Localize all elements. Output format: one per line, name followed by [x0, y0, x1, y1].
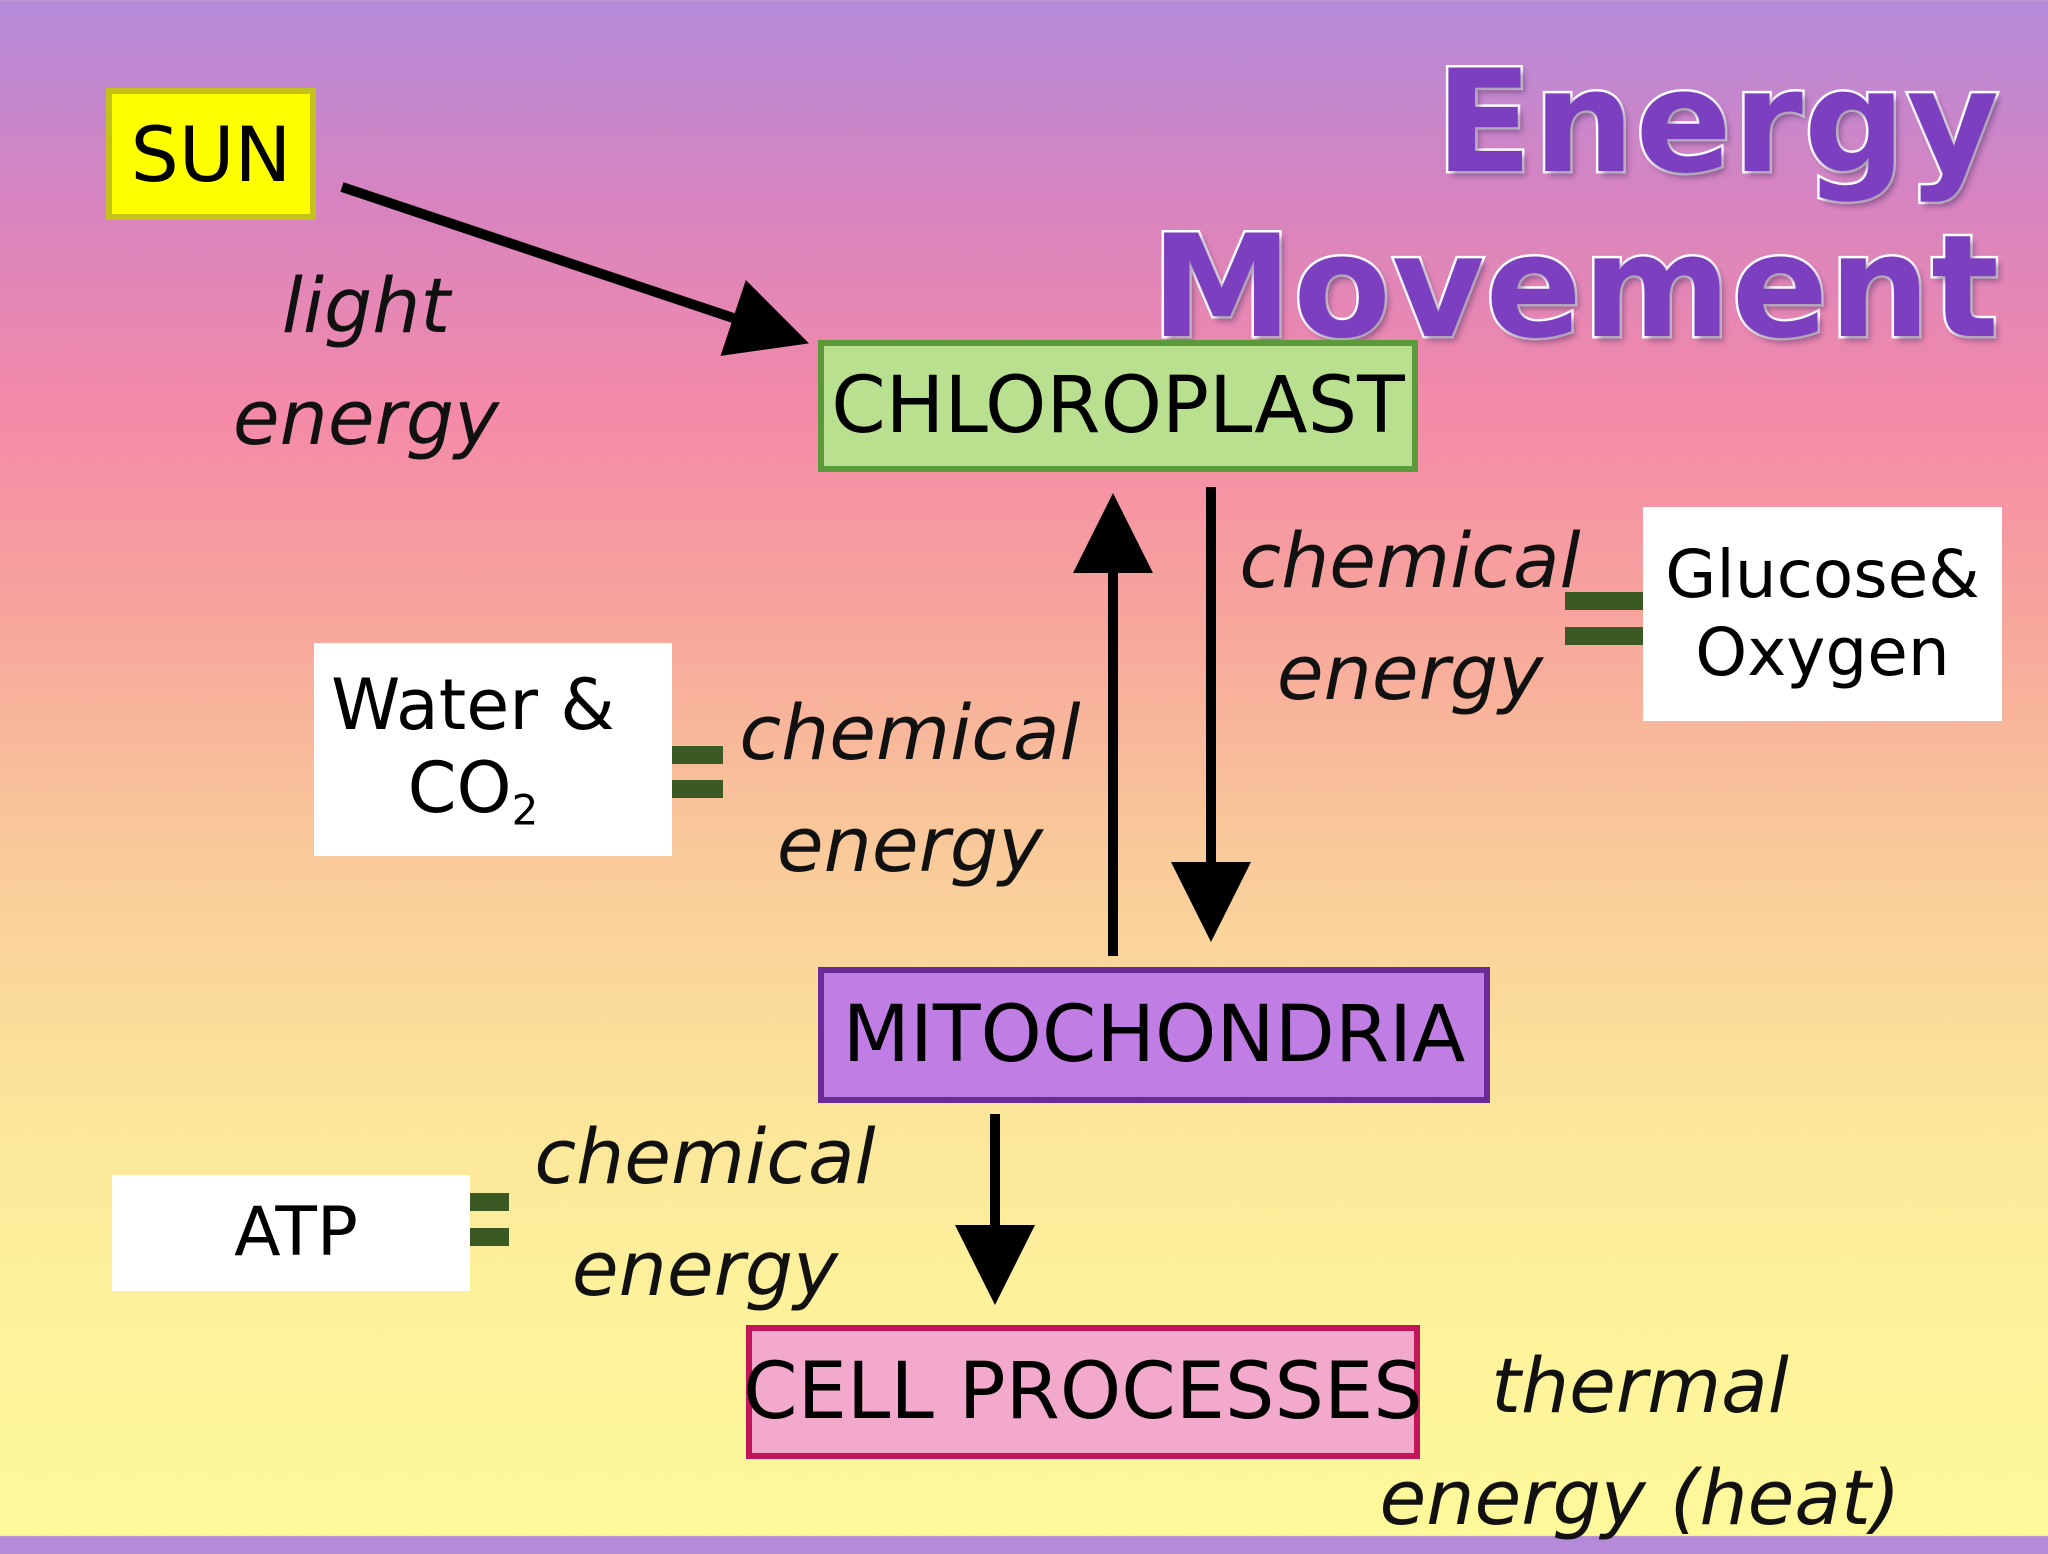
- chloroplast-box: CHLOROPLAST: [818, 340, 1418, 472]
- sun-to-chloroplast-arrow: [340, 182, 809, 356]
- mitochondria-label: MITOCHONDRIA: [842, 990, 1466, 1080]
- light-energy-line2: energy: [232, 373, 500, 462]
- water-label: Water &: [331, 664, 615, 747]
- chemical-energy-bottom-line2: energy: [571, 1224, 839, 1313]
- sun-label: SUN: [130, 109, 292, 199]
- thermal-energy-label: thermal energy (heat): [1370, 1330, 1910, 1554]
- oxygen-label: Oxygen: [1695, 614, 1950, 691]
- co2-base: CO: [407, 746, 512, 829]
- co2-subscript: 2: [511, 785, 539, 835]
- light-energy-line1: light: [281, 261, 451, 350]
- cell-processes-label: CELL PROCESSES: [743, 1347, 1423, 1437]
- chemical-energy-middle-line1: chemical: [739, 688, 1081, 777]
- chemical-energy-right-line1: chemical: [1239, 516, 1581, 605]
- equals-sign-glucose: [1565, 592, 1666, 645]
- co2-label: CO2: [331, 747, 615, 835]
- chemical-energy-bottom-line1: chemical: [534, 1112, 876, 1201]
- chloroplast-label: CHLOROPLAST: [831, 361, 1405, 451]
- water-co2-box: Water & CO2: [314, 643, 672, 856]
- cell-processes-box: CELL PROCESSES: [743, 1325, 1423, 1459]
- chemical-energy-right-label: chemical energy: [1220, 505, 1600, 729]
- light-energy-label: light energy: [186, 250, 546, 474]
- thermal-energy-line2: energy (heat): [1379, 1453, 1901, 1542]
- sun-box: SUN: [106, 88, 316, 220]
- chemical-energy-right-line2: energy: [1276, 628, 1544, 717]
- atp-label: ATP: [234, 1192, 358, 1272]
- chemical-energy-middle-line2: energy: [776, 800, 1044, 889]
- glucose-oxygen-box: Glucose& Oxygen: [1643, 507, 2002, 721]
- chemical-energy-bottom-label: chemical energy: [515, 1101, 895, 1325]
- mitochondria-box: MITOCHONDRIA: [818, 967, 1490, 1103]
- thermal-energy-line1: thermal: [1491, 1341, 1789, 1430]
- chemical-energy-middle-label: chemical energy: [720, 677, 1100, 901]
- glucose-label: Glucose&: [1665, 536, 1980, 614]
- atp-box: ATP: [112, 1175, 470, 1291]
